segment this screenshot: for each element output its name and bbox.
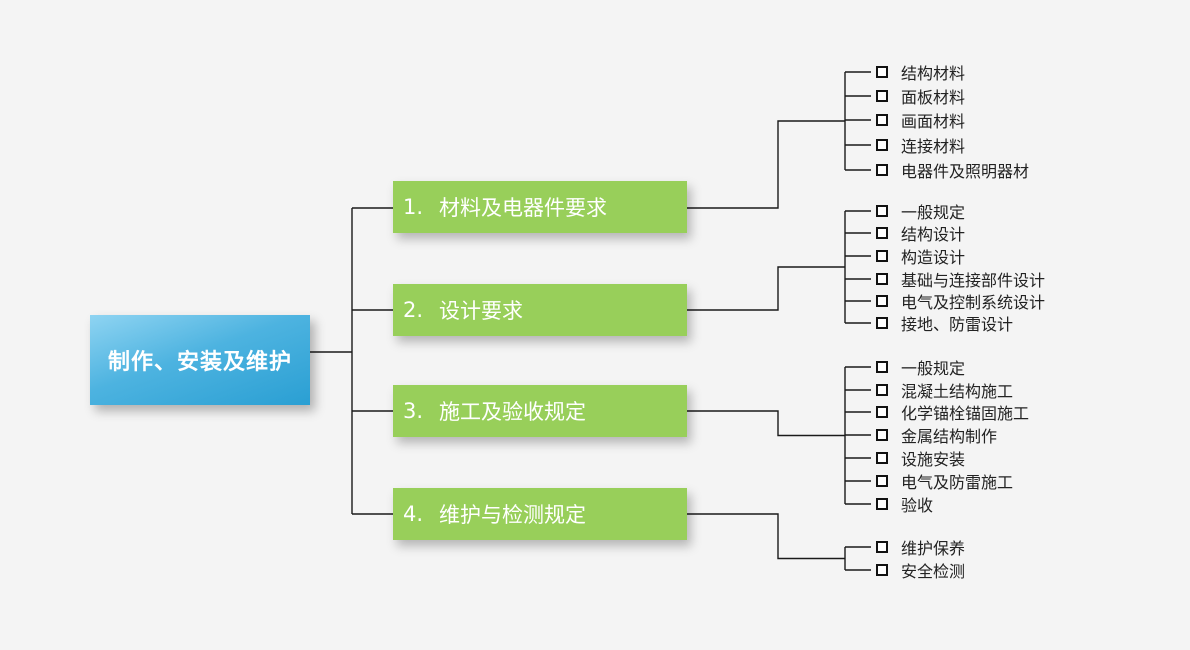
leaf-item[interactable]: 画面材料 — [876, 109, 965, 131]
leaf-label: 画面材料 — [901, 112, 966, 131]
leaf-label: 安全检测 — [901, 562, 966, 581]
checkbox-icon — [876, 498, 888, 510]
leaf-label: 化学锚栓锚固施工 — [901, 404, 1030, 423]
leaf-label: 结构设计 — [901, 225, 966, 244]
leaf-item[interactable]: 混凝土结构施工 — [876, 379, 1013, 401]
branch-number: 3. — [403, 399, 424, 423]
leaf-item[interactable]: 维护保养 — [876, 536, 965, 558]
leaf-item[interactable]: 电气及防雷施工 — [876, 470, 1013, 492]
branch-number: 4. — [403, 502, 424, 526]
group-connector — [687, 120, 845, 209]
branch-label: 设计要求 — [439, 299, 523, 323]
checkbox-icon — [876, 406, 888, 418]
branch-label: 维护与检测规定 — [439, 503, 586, 527]
leaf-label: 金属结构制作 — [901, 427, 998, 446]
root-node[interactable]: 制作、安装及维护 — [90, 315, 310, 405]
checkbox-icon — [876, 139, 888, 151]
checkbox-icon — [876, 227, 888, 239]
leaf-item[interactable]: 金属结构制作 — [876, 424, 997, 446]
branch-number: 1. — [403, 195, 424, 219]
leaf-item[interactable]: 一般规定 — [876, 200, 965, 222]
checkbox-icon — [876, 66, 888, 78]
leaf-label: 维护保养 — [901, 539, 966, 558]
checkbox-icon — [876, 295, 888, 307]
checkbox-icon — [876, 541, 888, 553]
leaf-item[interactable]: 验收 — [876, 493, 933, 515]
leaf-item[interactable]: 结构设计 — [876, 222, 965, 244]
checkbox-icon — [876, 429, 888, 441]
branch-node-materials[interactable]: 1. 材料及电器件要求 — [393, 181, 687, 233]
checkbox-icon — [876, 361, 888, 373]
branch-number: 2. — [403, 298, 424, 322]
leaf-item[interactable]: 一般规定 — [876, 356, 965, 378]
leaf-label: 混凝土结构施工 — [901, 382, 1014, 401]
leaf-label: 验收 — [901, 496, 934, 515]
branch-node-design[interactable]: 2. 设计要求 — [393, 284, 687, 336]
leaf-item[interactable]: 电气及控制系统设计 — [876, 290, 1045, 312]
leaf-item[interactable]: 电器件及照明器材 — [876, 159, 1029, 181]
branch-node-construction[interactable]: 3. 施工及验收规定 — [393, 385, 687, 437]
leaf-label: 电气及防雷施工 — [901, 473, 1014, 492]
leaf-item[interactable]: 化学锚栓锚固施工 — [876, 401, 1029, 423]
leaf-label: 构造设计 — [901, 248, 966, 267]
leaf-label: 电器件及照明器材 — [901, 162, 1030, 181]
checkbox-icon — [876, 250, 888, 262]
leaf-label: 设施安装 — [901, 450, 966, 469]
leaf-item[interactable]: 安全检测 — [876, 559, 965, 581]
group-connector — [687, 513, 845, 560]
group-connector — [687, 266, 845, 311]
checkbox-icon — [876, 164, 888, 176]
checkbox-icon — [876, 205, 888, 217]
leaf-label: 基础与连接部件设计 — [901, 271, 1046, 290]
leaf-item[interactable]: 接地、防雷设计 — [876, 312, 1013, 334]
leaf-label: 一般规定 — [901, 203, 966, 222]
leaf-item[interactable]: 连接材料 — [876, 134, 965, 156]
leaf-label: 结构材料 — [901, 64, 966, 83]
leaf-label: 面板材料 — [901, 88, 966, 107]
checkbox-icon — [876, 452, 888, 464]
checkbox-icon — [876, 273, 888, 285]
leaf-item[interactable]: 面板材料 — [876, 85, 965, 107]
checkbox-icon — [876, 90, 888, 102]
checkbox-icon — [876, 317, 888, 329]
leaf-item[interactable]: 构造设计 — [876, 245, 965, 267]
leaf-label: 电气及控制系统设计 — [901, 293, 1046, 312]
branch-node-maintenance[interactable]: 4. 维护与检测规定 — [393, 488, 687, 540]
leaf-item[interactable]: 结构材料 — [876, 61, 965, 83]
checkbox-icon — [876, 384, 888, 396]
group-connector — [687, 410, 845, 437]
leaf-label: 接地、防雷设计 — [901, 315, 1014, 334]
leaf-label: 一般规定 — [901, 359, 966, 378]
branch-label: 材料及电器件要求 — [439, 196, 607, 220]
checkbox-icon — [876, 475, 888, 487]
checkbox-icon — [876, 564, 888, 576]
checkbox-icon — [876, 114, 888, 126]
branch-label: 施工及验收规定 — [439, 400, 586, 424]
leaf-item[interactable]: 基础与连接部件设计 — [876, 268, 1045, 290]
leaf-label: 连接材料 — [901, 137, 966, 156]
root-label: 制作、安装及维护 — [107, 350, 292, 375]
leaf-item[interactable]: 设施安装 — [876, 447, 965, 469]
